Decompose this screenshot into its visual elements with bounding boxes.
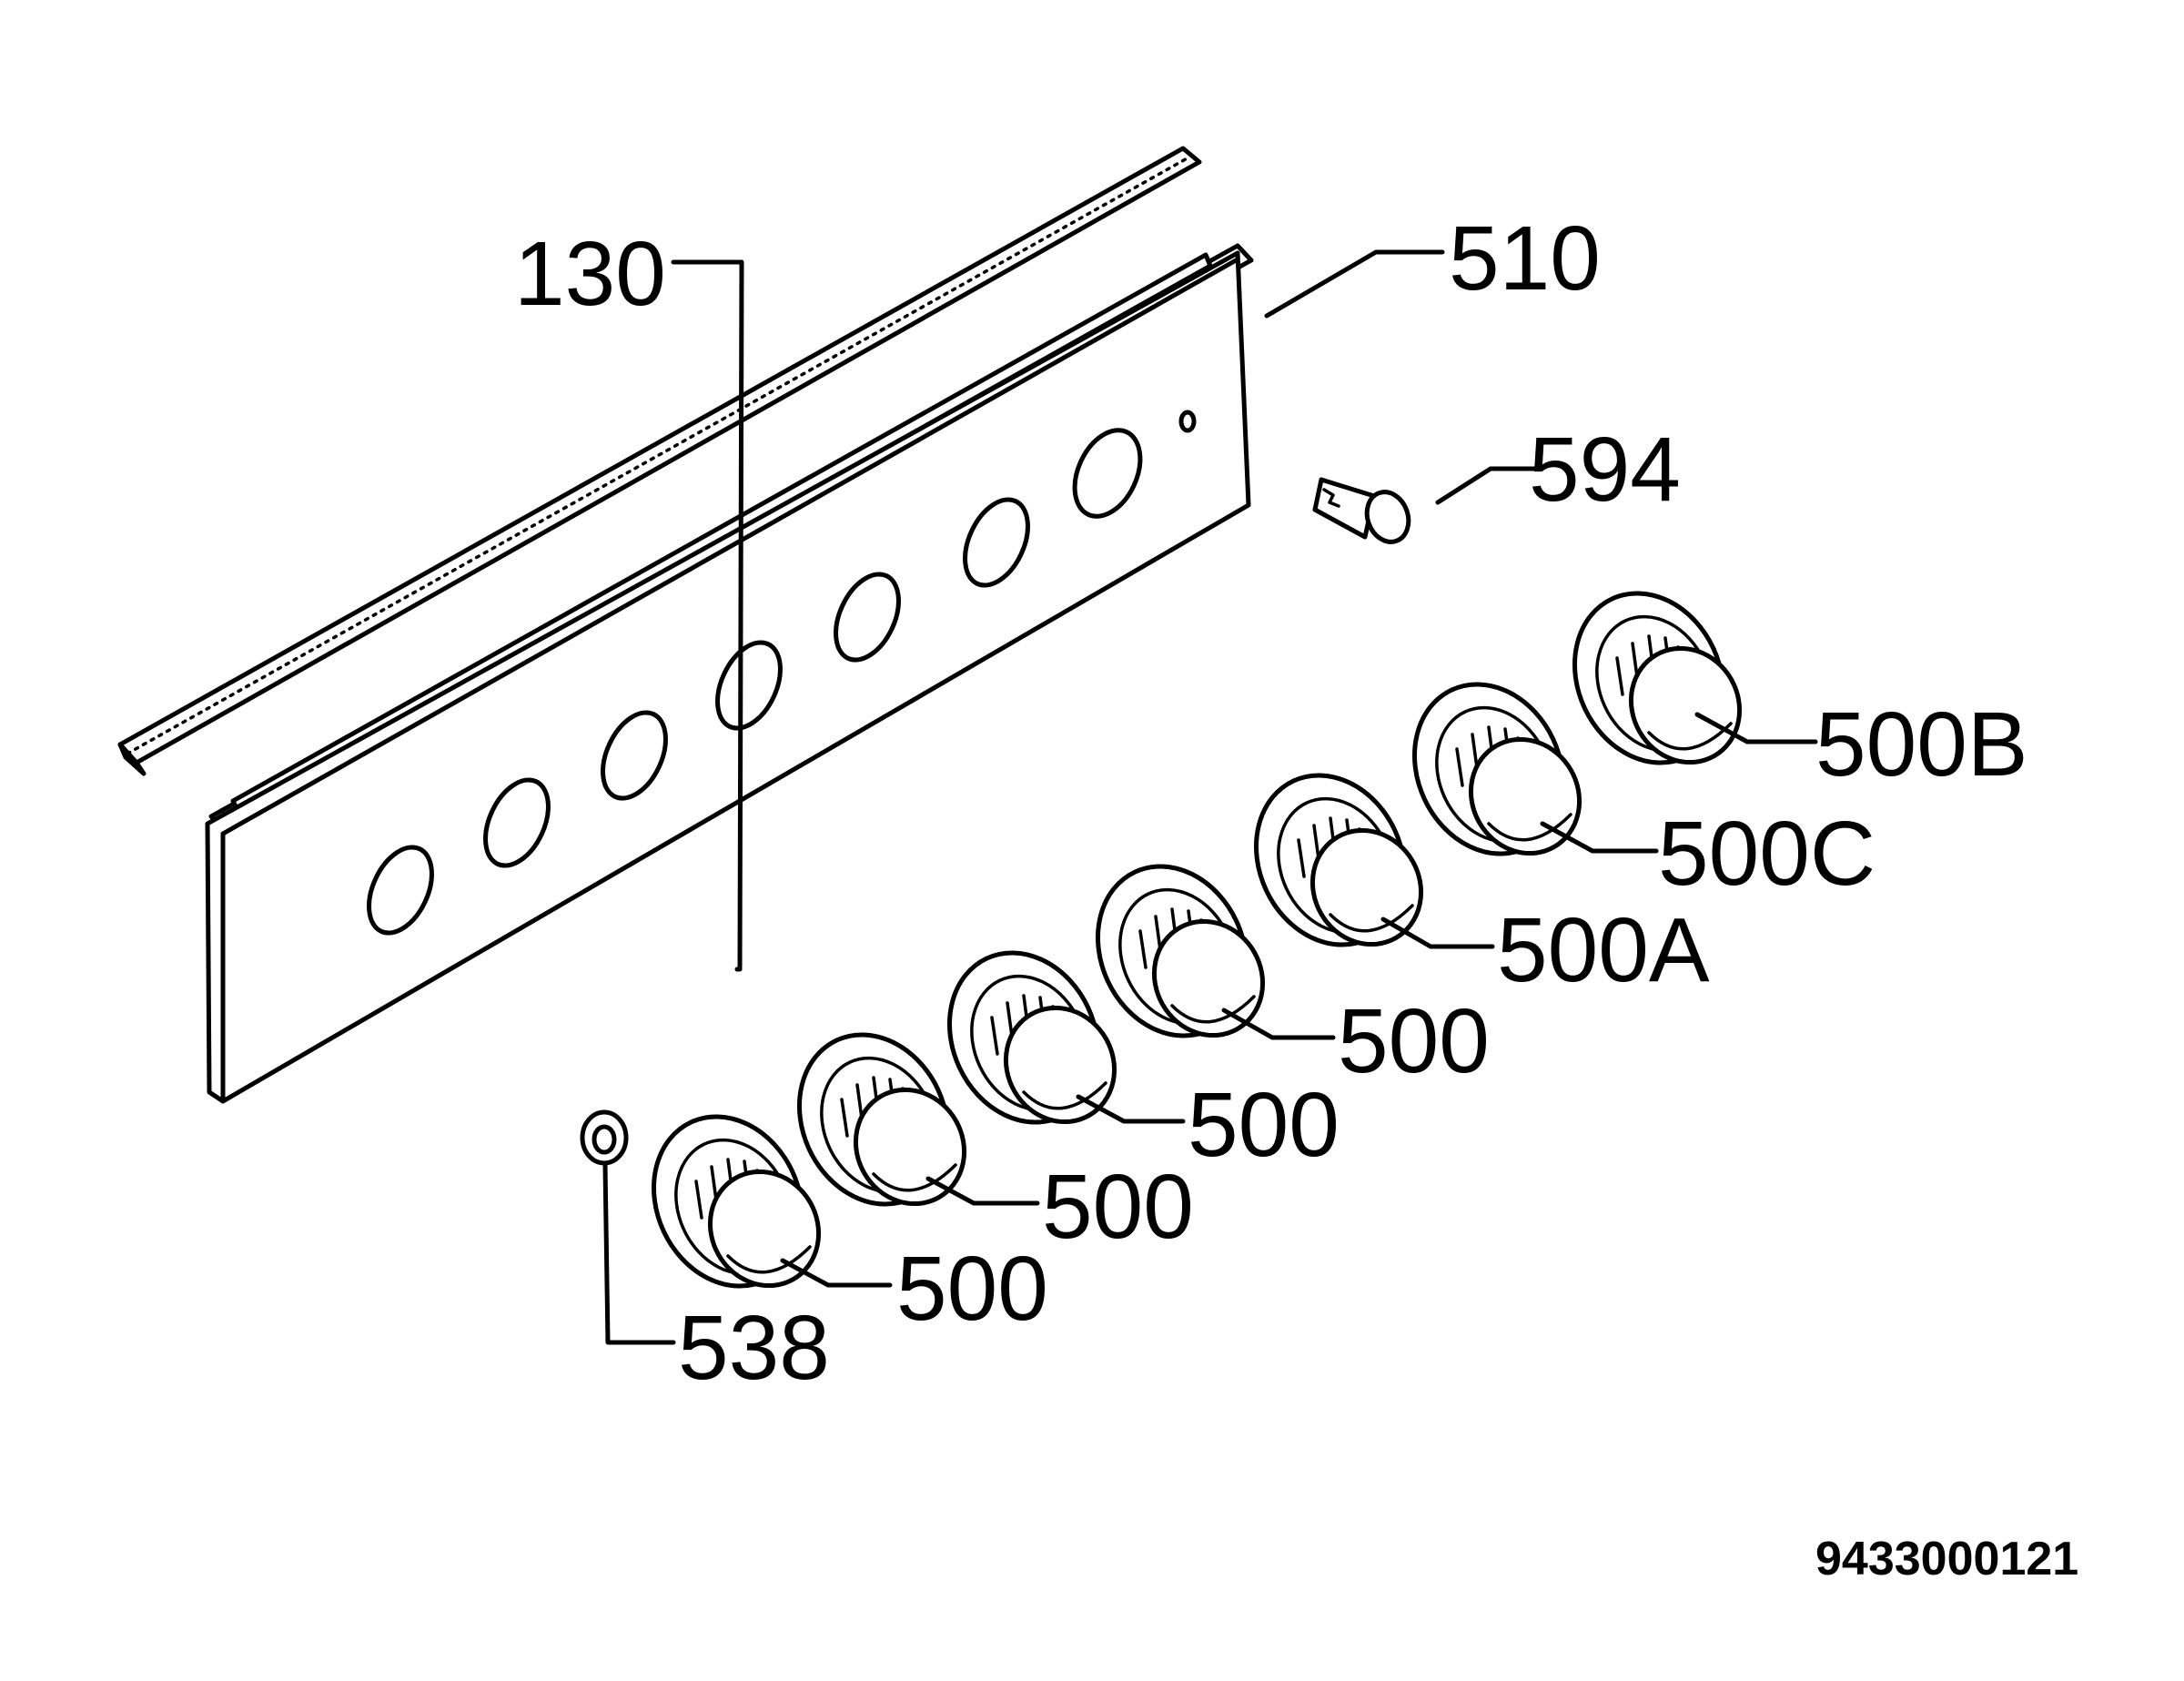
callout-594: 594 — [1529, 419, 1681, 521]
callout-500c: 500C — [1658, 803, 1876, 905]
trim-strip-part-130 — [117, 146, 1202, 776]
callout-500-third: 500 — [1188, 1074, 1340, 1176]
callout-538: 538 — [678, 1297, 830, 1399]
knob-500b — [1548, 569, 1760, 787]
knob-500c — [1388, 660, 1600, 878]
callout-500-fourth: 500 — [1338, 990, 1490, 1092]
callout-130: 130 — [514, 223, 666, 325]
callout-500b: 500B — [1815, 694, 2028, 795]
callout-500a: 500A — [1497, 899, 1710, 1001]
leader-lines — [602, 249, 1818, 1345]
bushing-part-538 — [580, 1109, 629, 1166]
pin-part-594 — [1312, 477, 1411, 544]
callout-500-first: 500 — [896, 1238, 1048, 1340]
control-panel-part-510 — [205, 243, 1254, 1104]
callout-510: 510 — [1449, 208, 1601, 309]
document-number: 9433000121 — [1815, 1533, 2078, 1585]
callout-500-second: 500 — [1042, 1156, 1194, 1258]
